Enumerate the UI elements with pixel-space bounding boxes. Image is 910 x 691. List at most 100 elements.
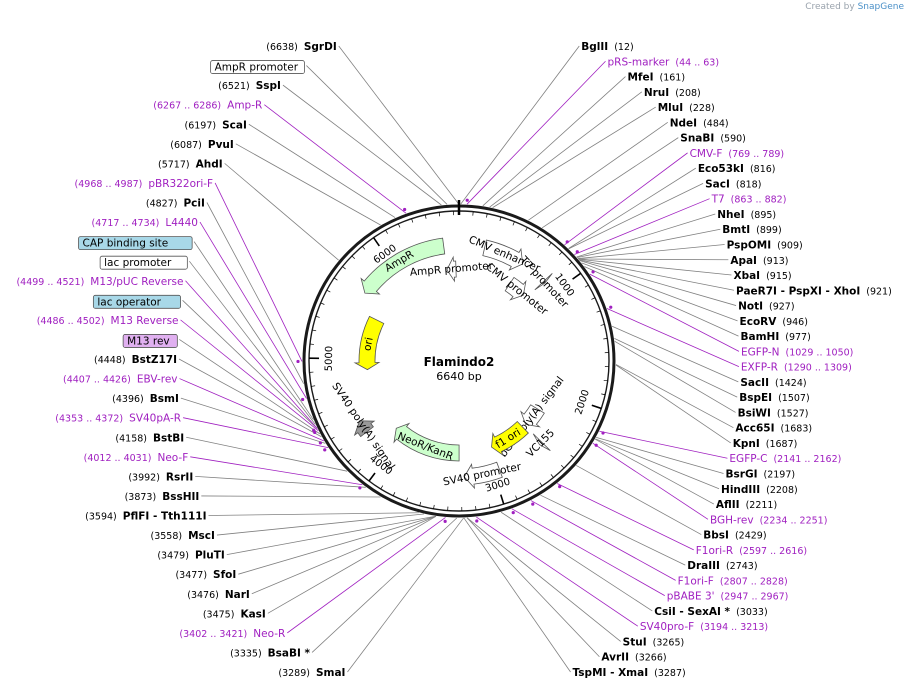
enzyme-label[interactable]: (5717)AhdI: [158, 158, 223, 170]
feature-arrow-t7-promoter[interactable]: [534, 273, 553, 291]
primer-label[interactable]: (6267 .. 6286)Amp-R: [153, 100, 262, 112]
enzyme-label[interactable]: SnaBI(590): [680, 133, 746, 145]
primer-label[interactable]: BGH-rev(2234 .. 2251): [710, 514, 827, 526]
enzyme-label[interactable]: (3289)SmaI: [278, 667, 345, 679]
enzyme-label[interactable]: HindIII(2208): [721, 484, 798, 496]
site-name: SV40pA-R: [129, 413, 181, 425]
site-name: TspMI - XmaI: [573, 667, 649, 679]
enzyme-label[interactable]: NotI(927): [738, 301, 794, 313]
primer-label[interactable]: (4353 .. 4372)SV40pA-R: [55, 413, 181, 425]
enzyme-label[interactable]: BglII(12): [581, 41, 633, 53]
primer-label[interactable]: F1ori-R(2597 .. 2616): [696, 545, 807, 557]
enzyme-label[interactable]: (6087)PvuI: [170, 139, 234, 151]
enzyme-label[interactable]: DraIII(2743): [687, 560, 757, 572]
ruler-minor-tick: [592, 419, 597, 422]
enzyme-label[interactable]: (3594)PflFI - Tth111I: [85, 511, 206, 523]
primer-label[interactable]: F1ori-F(2807 .. 2828): [678, 575, 788, 587]
primer-label[interactable]: (4968 .. 4987)pBR322ori-F: [75, 178, 214, 190]
enzyme-label[interactable]: XbaI(915): [733, 270, 791, 282]
enzyme-label[interactable]: (4827)PciI: [146, 198, 205, 210]
primer-label[interactable]: CMV-F(769 .. 789): [690, 148, 785, 160]
feature-arrow-vc155[interactable]: [532, 433, 551, 451]
enzyme-label[interactable]: StuI(3265): [623, 636, 685, 648]
site-name: SnaBI: [680, 133, 714, 145]
feature-arrow-cmv-enhancer[interactable]: [482, 239, 524, 271]
enzyme-label[interactable]: BmtI(899): [722, 224, 781, 236]
enzyme-label[interactable]: (3476)NarI: [187, 589, 250, 601]
enzyme-label[interactable]: AvrII(3266): [601, 652, 666, 664]
enzyme-label[interactable]: KpnI(1687): [733, 438, 798, 450]
primer-label[interactable]: T7(863 .. 882): [711, 194, 787, 206]
enzyme-label[interactable]: EcoRV(946): [740, 316, 808, 328]
enzyme-label[interactable]: MluI(228): [658, 102, 715, 114]
feature-arrow-sv40-poly-a-signal[interactable]: [353, 420, 376, 438]
enzyme-label[interactable]: Acc65I(1683): [735, 423, 812, 435]
enzyme-label[interactable]: (4396)BsmI: [112, 393, 179, 405]
enzyme-label[interactable]: MfeI(161): [627, 72, 685, 84]
primer-label[interactable]: (4499 .. 4521)M13/pUC Reverse: [16, 276, 183, 288]
primer-label[interactable]: EGFP-C(2141 .. 2162): [729, 453, 841, 465]
feature-arrow-neor-kanr[interactable]: [393, 422, 460, 462]
feature-arrow-ori[interactable]: [353, 315, 385, 371]
site-labels[interactable]: BglII(12) pRS-marker(44 .. 63) MfeI(161) Nr…: [16, 41, 891, 679]
boxed-label[interactable]: AmpR promoter: [210, 60, 305, 74]
enzyme-label[interactable]: PspOMI(909): [727, 239, 803, 251]
enzyme-label[interactable]: NruI(208): [644, 87, 701, 99]
enzyme-label[interactable]: BbsI(2429): [703, 530, 766, 542]
enzyme-label[interactable]: (3335)BsaBI *: [230, 647, 310, 659]
enzyme-label[interactable]: BsrGI(2197): [726, 469, 796, 481]
boxed-label[interactable]: lac promoter: [99, 255, 188, 270]
enzyme-label[interactable]: (3479)PluTI: [157, 550, 224, 562]
ruler-major-tick: [372, 237, 380, 247]
site-name: NdeI: [670, 117, 697, 129]
enzyme-label[interactable]: SacII(1424): [740, 377, 806, 389]
primer-label[interactable]: (4717 .. 4734)L4440: [92, 217, 198, 229]
enzyme-label[interactable]: (3477)SfoI: [175, 569, 236, 581]
feature-arrow-sv40-promoter[interactable]: [463, 461, 503, 490]
primer-label[interactable]: (4407 .. 4426)EBV-rev: [63, 374, 178, 386]
site-name: CsiI - SexAI *: [654, 606, 730, 618]
site-name: BglII: [581, 41, 608, 53]
feature-arrow-f1-ori[interactable]: [491, 420, 529, 457]
enzyme-label[interactable]: BsiWI(1527): [738, 407, 809, 419]
primer-label[interactable]: (4486 .. 4502)M13 Reverse: [37, 315, 179, 327]
feature-arrow-bgh-poly-a-signal[interactable]: [520, 404, 545, 428]
primer-label[interactable]: (3402 .. 3421)Neo-R: [179, 628, 285, 640]
enzyme-label[interactable]: AflII(2211): [716, 499, 777, 511]
boxed-label[interactable]: lac operator: [92, 294, 181, 309]
boxed-label[interactable]: M13 rev: [122, 334, 178, 348]
enzyme-label[interactable]: (6197)ScaI: [184, 119, 246, 131]
feature-arrow-ampr-promoter[interactable]: [446, 255, 457, 283]
label-leader: [226, 515, 436, 556]
boxed-label[interactable]: CAP binding site: [78, 236, 193, 251]
primer-label[interactable]: SV40pro-F(3194 .. 3213): [640, 621, 768, 633]
feature-arrow-cmv-promoter[interactable]: [504, 276, 527, 301]
primer-label[interactable]: (4012 .. 4031)Neo-F: [84, 452, 189, 464]
feature-arrow-ampr[interactable]: [360, 237, 446, 295]
enzyme-label[interactable]: NdeI(484): [670, 117, 729, 129]
enzyme-label[interactable]: PaeR7I - PspXI - XhoI(921): [736, 285, 892, 297]
enzyme-label[interactable]: (3558)MscI: [150, 530, 214, 542]
enzyme-label[interactable]: (6638)SgrDI: [266, 41, 336, 53]
site-position: (5717): [158, 159, 190, 170]
primer-label[interactable]: EXFP-R(1290 .. 1309): [741, 362, 852, 374]
enzyme-label[interactable]: BamHI(977): [741, 331, 811, 343]
enzyme-label[interactable]: ApaI(913): [730, 255, 788, 267]
enzyme-label[interactable]: BspEI(1507): [739, 392, 809, 404]
ruler-minor-tick: [330, 436, 335, 440]
enzyme-label[interactable]: (4448)BstZ17I: [94, 354, 177, 366]
primer-label[interactable]: EGFP-N(1029 .. 1050): [741, 346, 853, 358]
enzyme-label[interactable]: (3873)BssHII: [125, 491, 200, 503]
enzyme-label[interactable]: SacI(818): [705, 178, 761, 190]
primer-label[interactable]: pRS-marker(44 .. 63): [607, 56, 719, 68]
enzyme-label[interactable]: Eco53kI(816): [698, 163, 776, 175]
enzyme-label[interactable]: (4158)BstBI: [115, 432, 184, 444]
enzyme-label[interactable]: TspMI - XmaI(3287): [573, 667, 686, 679]
enzyme-label[interactable]: (3992)RsrII: [128, 471, 193, 483]
enzyme-label[interactable]: NheI(895): [717, 209, 776, 221]
label-leader: [578, 258, 729, 261]
primer-label[interactable]: pBABE 3'(2947 .. 2967): [667, 591, 789, 603]
enzyme-label[interactable]: (6521)SspI: [218, 80, 281, 92]
enzyme-label[interactable]: CsiI - SexAI *(3033): [654, 606, 767, 618]
enzyme-label[interactable]: (3475)KasI: [203, 608, 266, 620]
